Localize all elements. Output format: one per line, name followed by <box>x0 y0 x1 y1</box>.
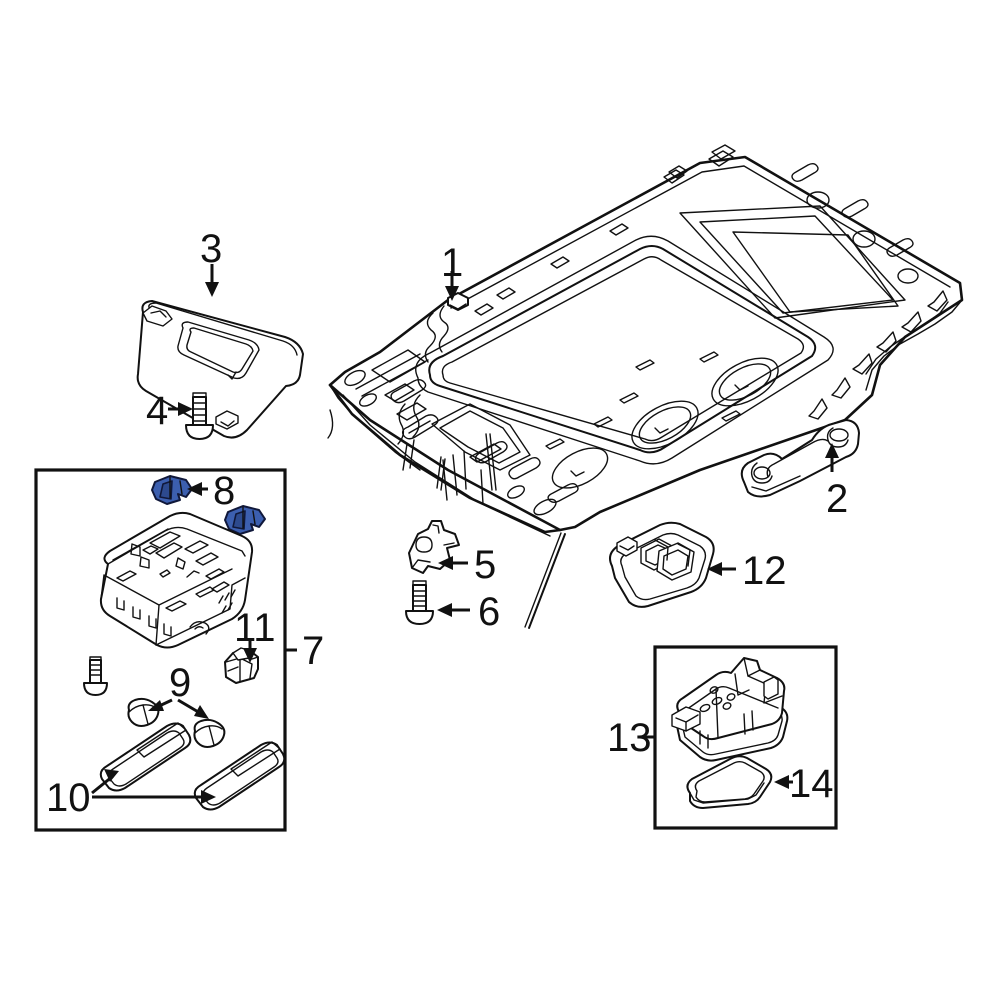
console-screw <box>83 656 108 696</box>
leader-3 <box>205 264 219 297</box>
leader-8 <box>187 482 208 496</box>
callout-label-6: 6 <box>478 590 501 634</box>
console-retainer-clip-lower <box>224 505 266 535</box>
callout-label-3: 3 <box>200 227 223 271</box>
callout-label-10: 10 <box>46 776 91 820</box>
callout-label-9: 9 <box>169 661 192 705</box>
callout-label-14: 14 <box>789 762 834 806</box>
callout-label-13: 13 <box>607 716 652 760</box>
leader-12 <box>707 562 736 576</box>
leader-2 <box>825 443 839 472</box>
map-light-bulb-left <box>127 697 160 727</box>
leader-14 <box>774 775 793 789</box>
callout-label-11: 11 <box>234 606 276 650</box>
leader-11 <box>243 640 257 663</box>
callout-label-12: 12 <box>742 549 787 593</box>
callout-label-5: 5 <box>474 543 497 587</box>
leader-4 <box>168 402 193 416</box>
map-light-lens-right <box>193 741 286 811</box>
leader-10 <box>91 769 216 804</box>
callout-label-1: 1 <box>441 241 464 285</box>
callout-label-7: 7 <box>302 629 325 673</box>
console-retainer-clip-upper <box>151 475 193 505</box>
leader-6 <box>437 603 470 617</box>
map-light-lens-left <box>99 722 192 792</box>
dome-lamp-lens-part <box>686 755 773 809</box>
assist-grab-handle-part <box>740 419 860 498</box>
rear-dome-lamp-part <box>609 521 715 608</box>
overhead-console-body <box>99 511 254 649</box>
map-light-bulb-right <box>193 718 226 748</box>
dome-lamp-assembly-part <box>671 657 789 762</box>
callout-label-2: 2 <box>826 477 849 521</box>
callout-label-4: 4 <box>146 389 169 433</box>
leader-9 <box>148 698 209 719</box>
callout-label-8: 8 <box>213 469 236 513</box>
leader-5 <box>438 556 468 570</box>
leader-1 <box>445 271 459 301</box>
sun-visor-screw-part <box>185 392 214 440</box>
bracket-bolt-part <box>405 580 434 625</box>
headliner-panel <box>327 144 964 629</box>
